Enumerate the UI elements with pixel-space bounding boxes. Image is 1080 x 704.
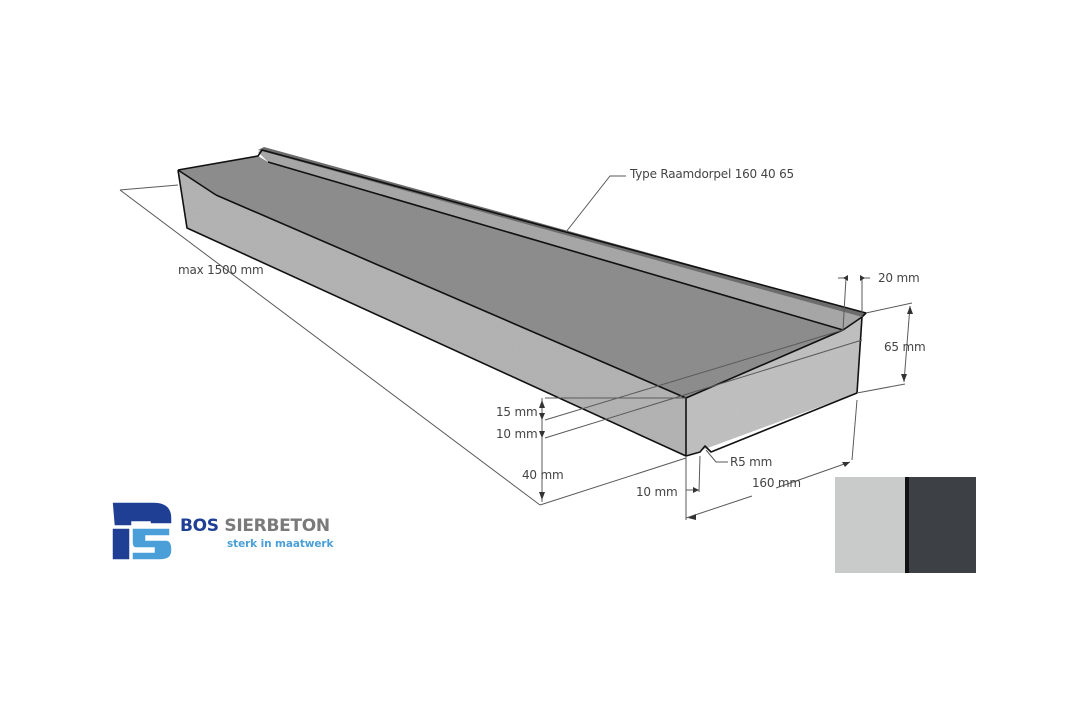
length-dimension-label: max 1500 mm <box>178 263 264 277</box>
depth-label: 160 mm <box>752 476 801 490</box>
logo-brand-primary: BOS <box>180 516 219 536</box>
logo-brand-name: BOS SIERBETON <box>180 516 330 536</box>
sill-upstand-face <box>258 150 862 330</box>
radius-label: R5 mm <box>730 455 773 469</box>
logo-tagline: sterk in maatwerk <box>227 538 334 550</box>
dimension-lines <box>119 175 913 520</box>
sill-top-face <box>178 156 843 398</box>
color-swatches <box>835 477 976 573</box>
swatch-light-grey <box>835 477 905 573</box>
dimension-arrows <box>539 275 913 520</box>
swatch-divider <box>905 477 909 573</box>
step-10-label: 10 mm <box>496 427 538 441</box>
total-height-label: 65 mm <box>884 340 926 354</box>
swatch-anthracite <box>909 477 976 573</box>
bs-monogram-icon <box>111 501 173 561</box>
front-height-label: 40 mm <box>522 468 564 482</box>
bos-sierbeton-logo: BOS SIERBETON sterk in maatwerk <box>110 500 350 564</box>
sill-front-face <box>178 170 686 456</box>
rebate-width-label: 20 mm <box>878 271 920 285</box>
drip-offset-label: 10 mm <box>636 485 678 499</box>
sill-end-face <box>686 317 862 456</box>
step-15-label: 15 mm <box>496 405 538 419</box>
product-type-label: Type Raamdorpel 160 40 65 <box>630 167 794 181</box>
logo-brand-secondary: SIERBETON <box>224 516 330 536</box>
